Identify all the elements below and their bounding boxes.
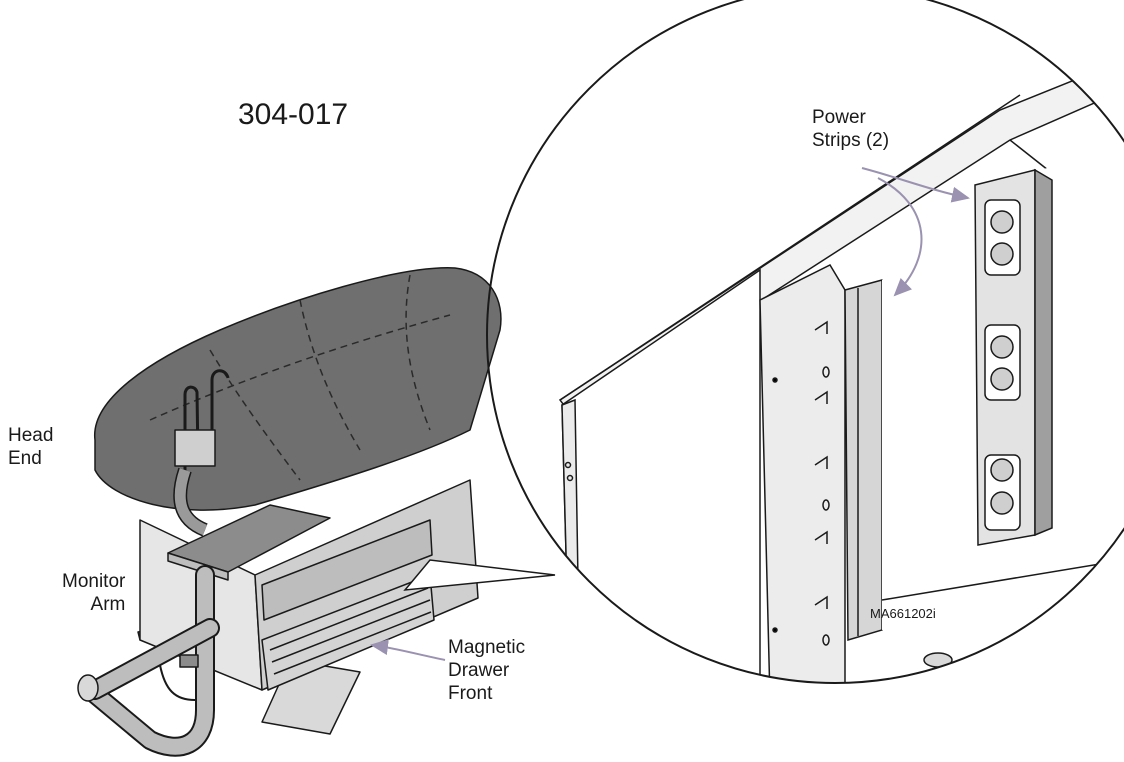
model-number-label: 304-017 <box>238 98 349 131</box>
monitor-arm-line-1: Monitor <box>62 571 126 592</box>
zoom-circle-outline <box>486 0 1124 684</box>
exam-table-illustration <box>77 267 502 757</box>
magnetic-drawer-front-line-3: Front <box>448 683 493 704</box>
monitor-arm-hook <box>183 385 200 520</box>
head-end-line-1: Head <box>8 425 54 446</box>
power-strips-leader-2 <box>877 177 923 297</box>
zoom-callout-pointer <box>403 559 556 591</box>
head-end-label: Head End <box>8 424 53 470</box>
outlet-pair-1 <box>984 199 1021 276</box>
magnetic-drawer-front-line-1: Magnetic <box>448 637 526 658</box>
power-strip <box>974 168 1053 546</box>
drawer-top <box>261 519 433 621</box>
drawer-front-leader <box>370 639 446 661</box>
head-end-line-2: End <box>8 448 42 469</box>
outlet-pair-3 <box>984 454 1021 531</box>
outlet-pair-2 <box>984 324 1021 401</box>
table-upholstery <box>94 267 502 511</box>
monitor-arm-line-2: Arm <box>90 594 126 615</box>
monitor-arm-bracket <box>174 429 216 467</box>
power-strips-line-1: Power <box>812 107 866 128</box>
magnetic-drawer-front-line-2: Drawer <box>448 660 510 681</box>
power-strips-line-2: Strips (2) <box>812 130 890 151</box>
power-strips-leader-1 <box>861 167 970 203</box>
power-cord <box>159 664 196 701</box>
power-strips-label: Power Strips (2) <box>812 106 889 152</box>
leader-arrows <box>370 167 970 661</box>
figure-reference-code: MA661202i <box>870 606 936 621</box>
zoom-detail-view <box>558 58 1124 683</box>
slotted-channel <box>759 264 846 683</box>
monitor-arm-label: Monitor Arm <box>62 570 125 616</box>
magnetic-strip <box>844 279 883 641</box>
magnetic-drawer-front-label: Magnetic Drawer Front <box>448 636 525 705</box>
